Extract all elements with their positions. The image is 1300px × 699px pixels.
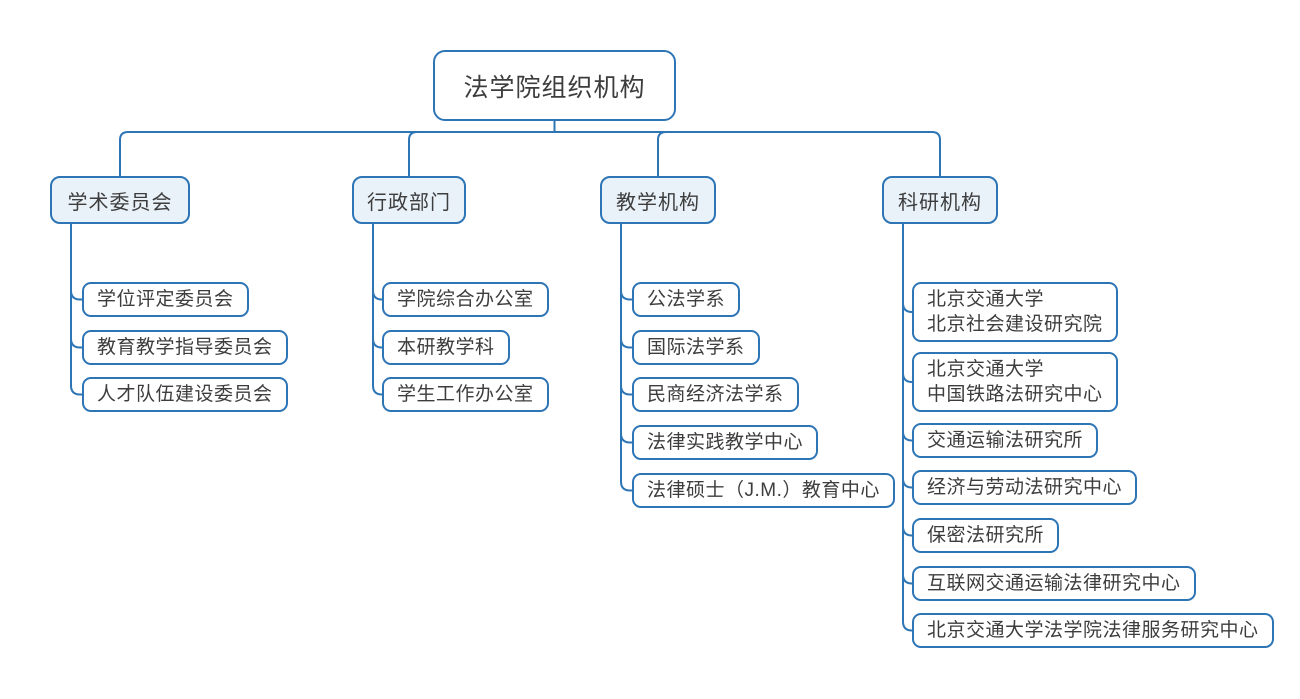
child-node-education-steering-committee: 教育教学指导委员会 [82,330,288,365]
branch-node-academic-committee: 学术委员会 [50,176,190,224]
child-node-legal-practice-teaching-center: 法律实践教学中心 [632,425,819,460]
child-node-internet-transportation-law-center: 互联网交通运输法律研究中心 [912,566,1196,601]
child-node-secrecy-law-institute: 保密法研究所 [912,518,1060,553]
child-node-degree-committee: 学位评定委员会 [82,282,249,317]
child-node-civil-commercial-economic-law-dept: 民商经济法学系 [632,377,799,412]
child-node-international-law-dept: 国际法学系 [632,330,760,365]
child-node-railway-law-center: 北京交通大学 中国铁路法研究中心 [912,352,1118,412]
child-node-social-construction-institute: 北京交通大学 北京社会建设研究院 [912,282,1118,342]
branch-node-teaching: 教学机构 [600,176,716,224]
child-node-general-office: 学院综合办公室 [382,282,549,317]
branch-node-research: 科研机构 [882,176,998,224]
org-root-node: 法学院组织机构 [433,50,676,121]
child-node-transportation-law-institute: 交通运输法研究所 [912,423,1099,458]
child-node-public-law-dept: 公法学系 [632,282,741,317]
child-node-legal-service-research-center: 北京交通大学法学院法律服务研究中心 [912,613,1274,648]
child-node-teaching-affairs-section: 本研教学科 [382,330,510,365]
branch-node-administration: 行政部门 [352,176,466,224]
child-node-student-affairs-office: 学生工作办公室 [382,377,549,412]
child-node-talent-team-committee: 人才队伍建设委员会 [82,377,288,412]
child-node-jm-education-center: 法律硕士（J.M.）教育中心 [632,473,895,508]
child-node-economic-labor-law-center: 经济与劳动法研究中心 [912,470,1138,505]
